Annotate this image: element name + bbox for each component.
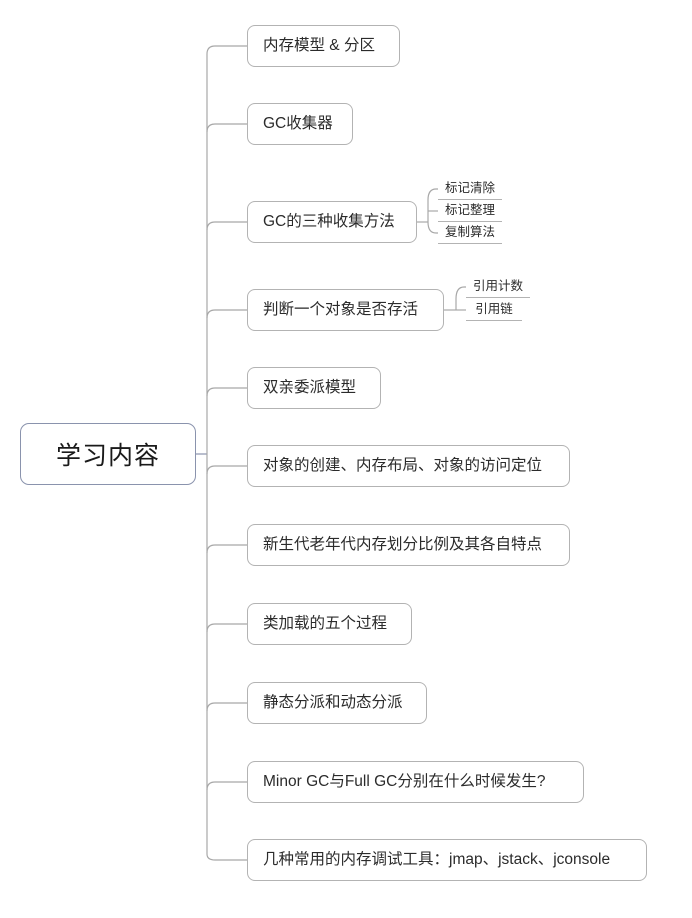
elbow-sub-1-1 [427,188,438,201]
sub-node-mark-compact[interactable]: 标记整理 [438,200,502,222]
sub-node-reference-chain[interactable]: 引用链 [466,299,522,321]
elbow-branch-9 [206,702,247,712]
branch-node-minor-full-gc[interactable]: Minor GC与Full GC分别在什么时候发生? [247,761,584,803]
branch-label: 新生代老年代内存划分比例及其各自特点 [263,536,543,554]
branch-node-object-alive[interactable]: 判断一个对象是否存活 [247,289,444,331]
branch-node-static-dynamic-dispatch[interactable]: 静态分派和动态分派 [247,682,427,724]
branch-label: 判断一个对象是否存活 [263,301,419,319]
elbow-branch-3 [206,221,247,231]
branch-label: Minor GC与Full GC分别在什么时候发生? [263,773,546,791]
elbow-branch-1 [206,45,247,55]
sub-node-copying[interactable]: 复制算法 [438,222,502,244]
sub-node-label: 标记整理 [445,203,496,218]
branch-node-memory-model[interactable]: 内存模型 & 分区 [247,25,400,67]
elbow-branch-8 [206,623,247,633]
branch-node-debug-tools[interactable]: 几种常用的内存调试工具：jmap、jstack、jconsole [247,839,647,881]
branch-node-parent-delegation[interactable]: 双亲委派模型 [247,367,381,409]
sub-node-label: 复制算法 [445,225,496,240]
root-node[interactable]: 学习内容 [20,423,196,485]
elbow-branch-11 [206,853,247,861]
branch-label: 内存模型 & 分区 [263,37,375,55]
branch-node-gc-collector[interactable]: GC收集器 [247,103,353,145]
elbow-sub-2-1 [455,286,466,300]
sub-node-label: 标记清除 [445,181,496,196]
elbow-branch-5 [206,387,247,397]
branch-label: 几种常用的内存调试工具：jmap、jstack、jconsole [263,851,611,869]
elbow-branch-2 [206,123,247,133]
elbow-branch-10 [206,781,247,791]
sub-node-label: 引用链 [475,302,513,317]
branch-label: 静态分派和动态分派 [263,694,403,712]
branch-node-class-loading[interactable]: 类加载的五个过程 [247,603,412,645]
root-node-label: 学习内容 [55,441,160,470]
branch-label: 类加载的五个过程 [263,615,388,633]
sub-node-mark-sweep[interactable]: 标记清除 [438,178,502,200]
elbow-branch-4 [206,309,247,319]
branch-node-object-creation[interactable]: 对象的创建、内存布局、对象的访问定位 [247,445,570,487]
branch-label: GC的三种收集方法 [263,213,395,231]
elbow-branch-6 [206,465,247,475]
sub-node-label: 引用计数 [473,279,524,294]
sub-node-reference-count[interactable]: 引用计数 [466,276,530,298]
branch-label: GC收集器 [263,115,333,133]
branch-label: 对象的创建、内存布局、对象的访问定位 [263,457,543,475]
elbow-sub-1-3 [427,221,438,234]
branch-node-generation-ratio[interactable]: 新生代老年代内存划分比例及其各自特点 [247,524,570,566]
branch-node-gc-three-methods[interactable]: GC的三种收集方法 [247,201,417,243]
elbow-branch-7 [206,544,247,554]
branch-label: 双亲委派模型 [263,379,357,397]
